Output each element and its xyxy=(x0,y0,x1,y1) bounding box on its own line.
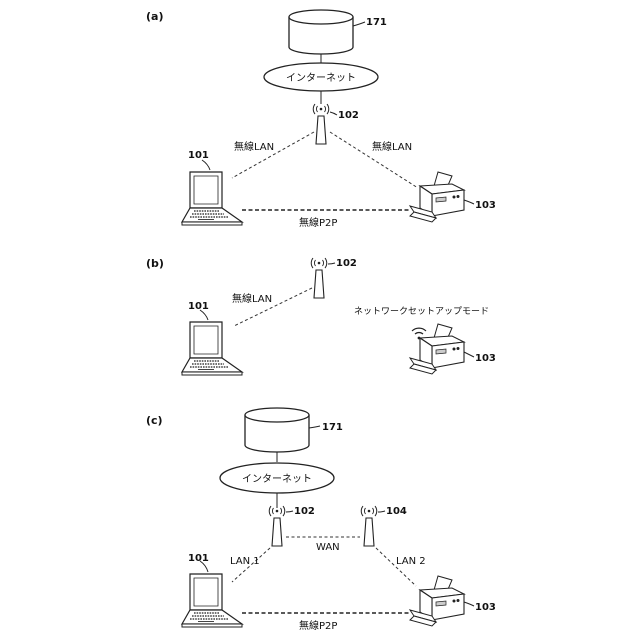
laptop-ref: 101 xyxy=(188,553,209,564)
internet-label: インターネット xyxy=(286,72,356,84)
link-label-left: LAN 1 xyxy=(230,556,260,567)
printer-ref: 103 xyxy=(475,602,496,613)
server-ref: 171 xyxy=(366,17,387,28)
link-label-p2p: 無線P2P xyxy=(299,216,337,229)
access-point-icon xyxy=(269,506,285,546)
access-point-icon xyxy=(311,258,327,298)
laptop-icon xyxy=(182,574,242,627)
laptop-ref: 101 xyxy=(188,301,209,312)
server-icon xyxy=(245,408,309,452)
printer-ref: 103 xyxy=(475,353,496,364)
panel-c: (c) 171 インターネット 102 104 WAN LAN 1 LAN 2 … xyxy=(146,408,496,632)
panel-a-label: (a) xyxy=(146,10,163,23)
access-point-icon xyxy=(313,104,329,144)
laptop-icon xyxy=(182,172,242,225)
link-label-left: 無線LAN xyxy=(234,140,274,153)
ap-ref: 102 xyxy=(336,258,357,269)
setup-mode-label: ネットワークセットアップモード xyxy=(354,306,489,317)
laptop-icon xyxy=(182,322,242,375)
link-label-p2p: 無線P2P xyxy=(299,619,337,632)
panel-b: (b) 102 無線LAN 101 ネットワークセットアップモード 103 xyxy=(146,257,496,375)
panel-b-label: (b) xyxy=(146,257,164,270)
laptop-ref: 101 xyxy=(188,150,209,161)
internet-label: インターネット xyxy=(242,473,312,485)
link-label-wan: WAN xyxy=(316,542,340,553)
printer-icon xyxy=(410,324,464,374)
printer-ref: 103 xyxy=(475,200,496,211)
link-label-right: 無線LAN xyxy=(372,140,412,153)
ap2-ref: 104 xyxy=(386,506,407,517)
ap-ref: 102 xyxy=(294,506,315,517)
server-ref: 171 xyxy=(322,422,343,433)
ap-ref: 102 xyxy=(338,110,359,121)
panel-a: (a) 171 インターネット 102 無線LAN 無線LAN 101 103 … xyxy=(146,10,496,229)
link-label-right: LAN 2 xyxy=(396,556,426,567)
printer-icon xyxy=(410,172,464,222)
access-point-icon xyxy=(361,506,377,546)
link-label-left: 無線LAN xyxy=(232,292,272,305)
printer-icon xyxy=(410,576,464,626)
server-icon xyxy=(289,10,353,54)
panel-c-label: (c) xyxy=(146,414,163,427)
